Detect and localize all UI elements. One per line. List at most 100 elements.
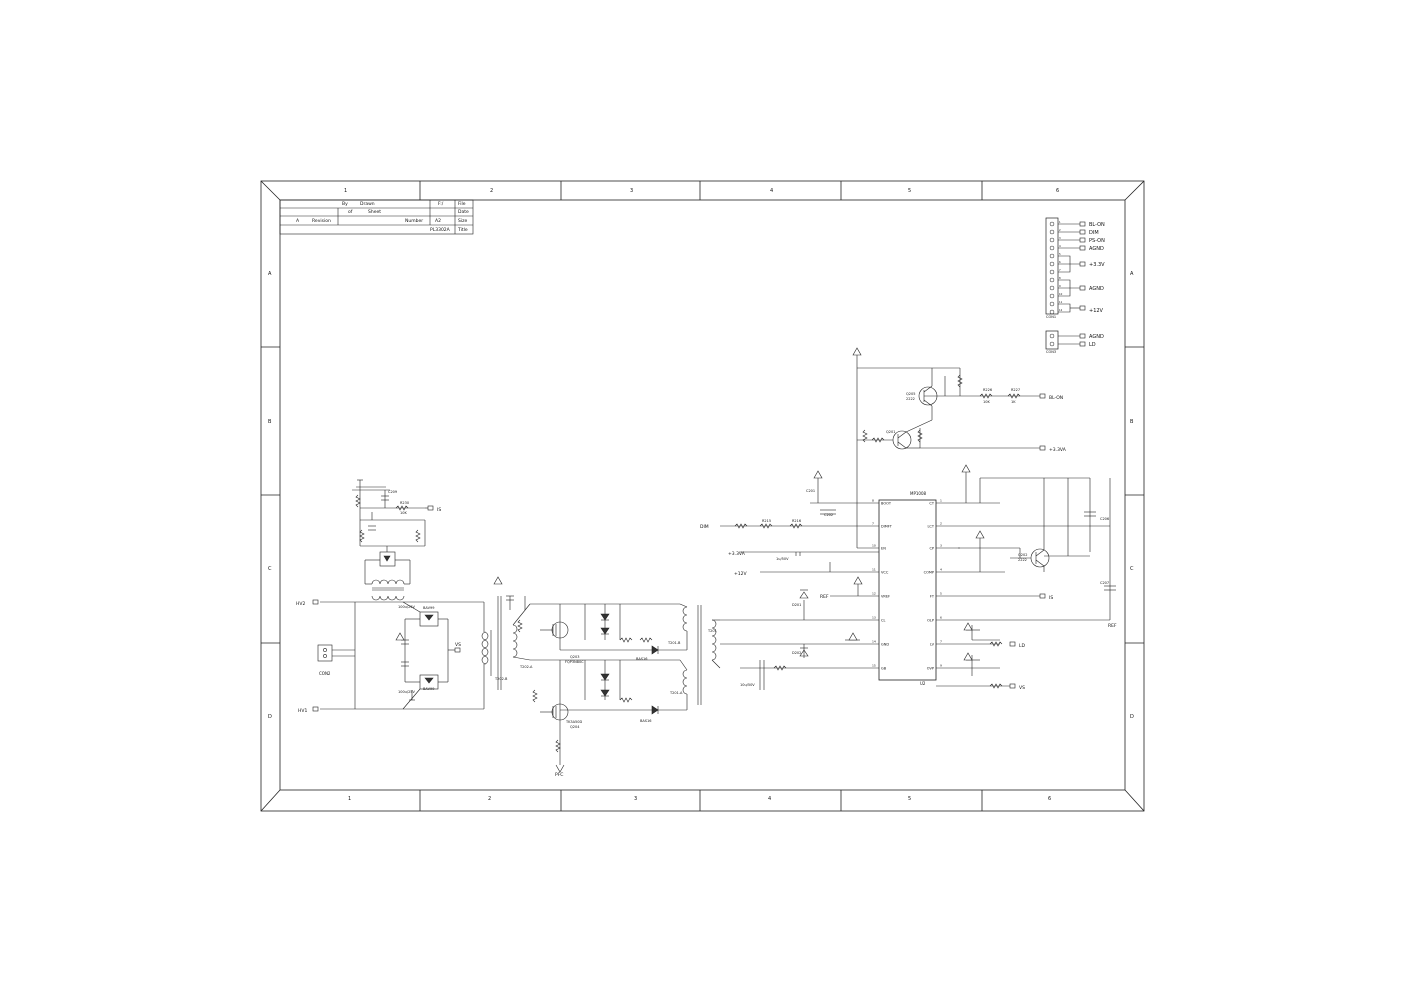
col-label-bottom: 2: [488, 796, 491, 802]
diode-note: BAS16: [640, 719, 651, 723]
ic-pin-number: 9: [940, 664, 942, 668]
ic-pin-label: EN: [881, 547, 886, 551]
connector-pin-number: 8: [1059, 276, 1061, 280]
ic-pin-number: 12: [872, 592, 876, 596]
connector-pin: [1049, 269, 1055, 275]
row-label-right: A: [1130, 271, 1134, 277]
r-value: 10K: [983, 400, 990, 404]
net-label-ld: LD: [1019, 643, 1026, 649]
lamp-ref: CON3: [1046, 350, 1056, 354]
net-label-ref: REF: [1108, 623, 1117, 629]
ic-pin-number: 11: [872, 568, 876, 572]
ic-pin-number: 10: [872, 544, 876, 548]
connector-pin: [1049, 221, 1055, 227]
bridge-label: BAV99: [423, 687, 434, 691]
bridge-note: 100u/25V: [398, 605, 416, 609]
c-label: C209: [388, 490, 397, 494]
connector-pin-number: 3: [1059, 236, 1061, 240]
controller-ic: BOOT8DIMFT7EN10VCC11VREF12CL13GND14GB15 …: [872, 491, 942, 686]
d-label: D202: [792, 651, 801, 655]
ic-pin-label: VREF: [881, 595, 890, 599]
of-label: of: [348, 209, 353, 215]
diode-note: BAS16: [636, 657, 647, 661]
hv-section: [312, 479, 492, 712]
col-label-bottom: 1: [348, 796, 351, 802]
zone-labels: 1 2 3 4 5 6 1 2 3 4 5 6 A B C D A B C D: [268, 188, 1134, 802]
row-label-right: C: [1130, 566, 1134, 572]
row-label-left: B: [268, 419, 272, 425]
ic-pin-number: 6: [940, 616, 942, 620]
lamp-label-agnd: AGND: [1089, 334, 1104, 340]
net-label-ref-mid: REF: [820, 594, 829, 600]
connector-pin: [1049, 301, 1055, 307]
q203-ref: Q203: [570, 655, 579, 659]
ic-pin-label: VCC: [881, 571, 889, 575]
title-block: [279, 199, 474, 235]
c-label: C207: [1100, 581, 1109, 585]
ic-pin-number: 3: [940, 544, 942, 548]
r-value: 1K: [1011, 400, 1016, 404]
con-label-agnd2: AGND: [1089, 286, 1104, 292]
bl-on-section: [852, 347, 1046, 548]
q201-ref: Q201: [886, 430, 895, 434]
r-label: R227: [1011, 388, 1020, 392]
revision-label: Revision: [312, 218, 331, 224]
file-label: File: [458, 201, 466, 207]
frame: [260, 180, 1145, 812]
net-label-dim: DIM: [700, 524, 709, 530]
size-value: A2: [435, 218, 441, 224]
connector-pin: [1049, 229, 1055, 235]
size-label: Size: [458, 218, 467, 224]
connector-pin-number: 5: [1059, 252, 1061, 256]
row-label-left: D: [268, 714, 272, 720]
ic-pin-number: 14: [872, 640, 876, 644]
connector-pin: [1049, 293, 1055, 299]
con-label-bl-on: BL-ON: [1089, 222, 1105, 228]
con-label-ps-on: PS-ON: [1089, 238, 1105, 244]
connector-pin-number: 9: [1059, 284, 1061, 288]
ic-pin-label: FT: [930, 595, 935, 599]
bridge-label: BAV99: [423, 606, 434, 610]
t202b-label: T202-B: [494, 677, 508, 681]
ic-left-wiring: [720, 470, 879, 690]
c-label: C201: [806, 489, 815, 493]
col-label-bottom: 4: [768, 796, 771, 802]
ic-pin-label: CT: [929, 502, 934, 506]
drawn-label: Drawn: [360, 201, 375, 207]
con2-ref: CON2: [319, 671, 331, 676]
ic-pin-label: LCT: [927, 525, 934, 529]
cap-note: 10u/50V: [740, 683, 755, 687]
q202-part: 2222: [1018, 558, 1027, 562]
row-label-left: C: [268, 566, 272, 572]
col-label-bottom: 3: [634, 796, 637, 802]
connector-pin-number: 1: [1059, 220, 1061, 224]
net-label-is-left: IS: [437, 507, 441, 513]
connector-pin: [1049, 253, 1055, 259]
q204-ref: Q204: [570, 725, 580, 729]
ic-ref: U2: [920, 681, 926, 686]
r-value: 10K: [400, 511, 407, 515]
number-label: Number: [405, 218, 423, 224]
net-label-33va: +3.3VA: [1049, 447, 1067, 453]
t201b-label: T201-B: [667, 641, 681, 645]
net-label-vs: VS: [1019, 685, 1025, 691]
c-label: C202: [824, 513, 833, 517]
col-label-bottom: 6: [1048, 796, 1051, 802]
c-label: C206: [1100, 517, 1109, 521]
connector-pin: [1049, 285, 1055, 291]
net-label-vs-left: VS: [455, 642, 461, 648]
d-label: D201: [792, 603, 801, 607]
ic-pin-label: GND: [881, 643, 889, 647]
connector-pin: [1049, 237, 1055, 243]
connector-pin-number: 6: [1059, 260, 1061, 264]
ic-pin-label: BOOT: [881, 502, 892, 506]
connector-pin: [1049, 261, 1055, 267]
ic-pin-label: OVP: [927, 667, 934, 671]
col-label-top: 1: [344, 188, 347, 194]
col-label-bottom: 5: [908, 796, 911, 802]
connector-pin: [1049, 309, 1055, 315]
row-label-right: B: [1130, 419, 1134, 425]
connector-pin-number: 10: [1059, 292, 1063, 296]
q203-part: FQP3N80C: [565, 660, 584, 664]
